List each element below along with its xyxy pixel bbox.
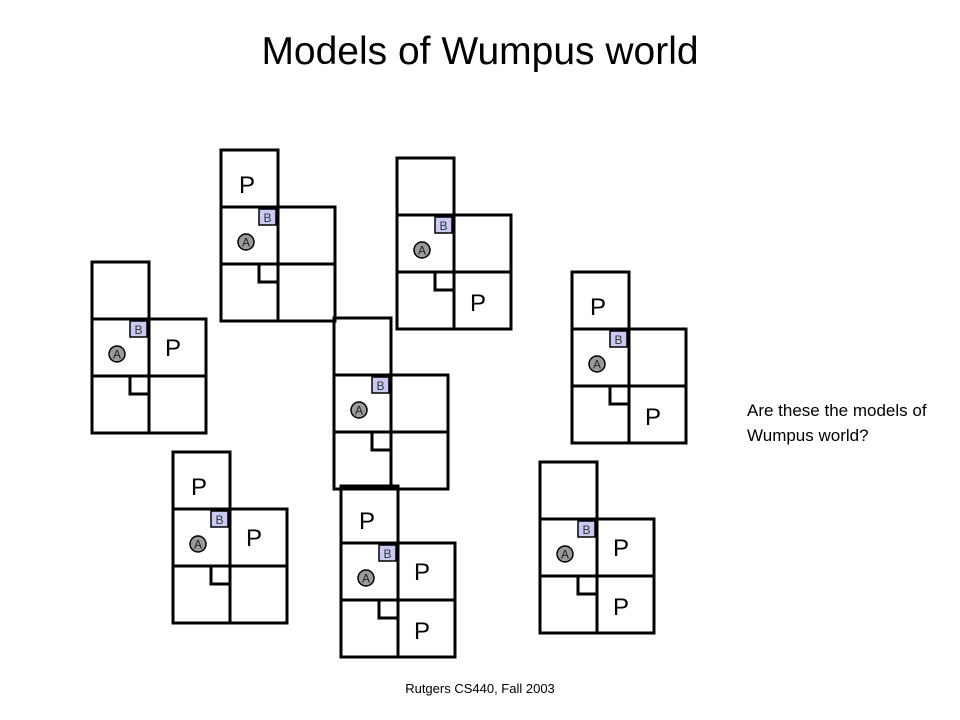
- model-board: BA P P P: [339, 484, 457, 659]
- path-arrow: [209, 567, 229, 586]
- model-board: BA P: [90, 260, 208, 435]
- grid-cell-1-3: [332, 316, 393, 377]
- breeze-label: B: [383, 547, 391, 561]
- agent-circle: [588, 355, 606, 373]
- breeze-label: B: [134, 323, 142, 337]
- agent-label: A: [194, 538, 202, 552]
- agent-circle: [556, 545, 574, 563]
- slide-title: Models of Wumpus world: [261, 30, 699, 73]
- breeze-label: B: [439, 219, 447, 233]
- breeze-label: B: [582, 523, 590, 537]
- agent-label: A: [242, 236, 250, 250]
- pit-label: P: [165, 335, 181, 362]
- breeze-box: [210, 510, 229, 528]
- agent-label: A: [362, 572, 370, 586]
- question-text: Are these the models of Wumpus world?: [747, 401, 927, 445]
- pit-label: P: [590, 294, 606, 321]
- footer-text: Rutgers CS440, Fall 2003: [405, 681, 555, 696]
- model-board: BA P: [219, 148, 337, 323]
- path-arrow: [433, 273, 453, 292]
- agent-label: A: [355, 404, 363, 418]
- path-arrow: [608, 387, 628, 406]
- pit-label: P: [246, 525, 262, 552]
- grid-cell-1-3: [90, 260, 151, 321]
- breeze-box: [434, 216, 453, 234]
- pit-label: P: [239, 172, 255, 199]
- model-board: BA: [332, 316, 450, 491]
- pit-label: P: [359, 508, 375, 535]
- pit-label: P: [414, 559, 430, 586]
- grid-cell-1-3: [538, 460, 599, 521]
- agent-circle: [108, 345, 126, 363]
- pit-label: P: [414, 618, 430, 645]
- breeze-label: B: [376, 379, 384, 393]
- breeze-label: B: [263, 211, 271, 225]
- breeze-box: [378, 544, 397, 562]
- pit-label: P: [613, 594, 629, 621]
- agent-circle: [357, 569, 375, 587]
- breeze-box: [129, 320, 148, 338]
- agent-label: A: [113, 348, 121, 362]
- breeze-box: [609, 330, 628, 348]
- agent-label: A: [561, 548, 569, 562]
- path-arrow: [257, 265, 277, 284]
- path-arrow: [370, 433, 390, 452]
- model-board: BA P P: [538, 460, 656, 635]
- agent-circle: [350, 401, 368, 419]
- breeze-box: [371, 376, 390, 394]
- breeze-box: [577, 520, 596, 538]
- agent-label: A: [593, 358, 601, 372]
- pit-label: P: [645, 404, 661, 431]
- model-board: BA P: [395, 156, 513, 331]
- agent-circle: [237, 233, 255, 251]
- path-arrow: [128, 377, 148, 396]
- pit-label: P: [613, 535, 629, 562]
- pit-label: P: [470, 290, 486, 317]
- breeze-label: B: [614, 333, 622, 347]
- breeze-label: B: [215, 513, 223, 527]
- pit-label: P: [191, 474, 207, 501]
- grid-cell-1-3: [395, 156, 456, 217]
- breeze-box: [258, 208, 277, 226]
- agent-label: A: [418, 244, 426, 258]
- path-arrow: [576, 577, 596, 596]
- path-arrow: [377, 601, 397, 620]
- model-board: BA P P: [570, 270, 688, 445]
- model-board: BA P P: [171, 450, 289, 625]
- agent-circle: [413, 241, 431, 259]
- agent-circle: [189, 535, 207, 553]
